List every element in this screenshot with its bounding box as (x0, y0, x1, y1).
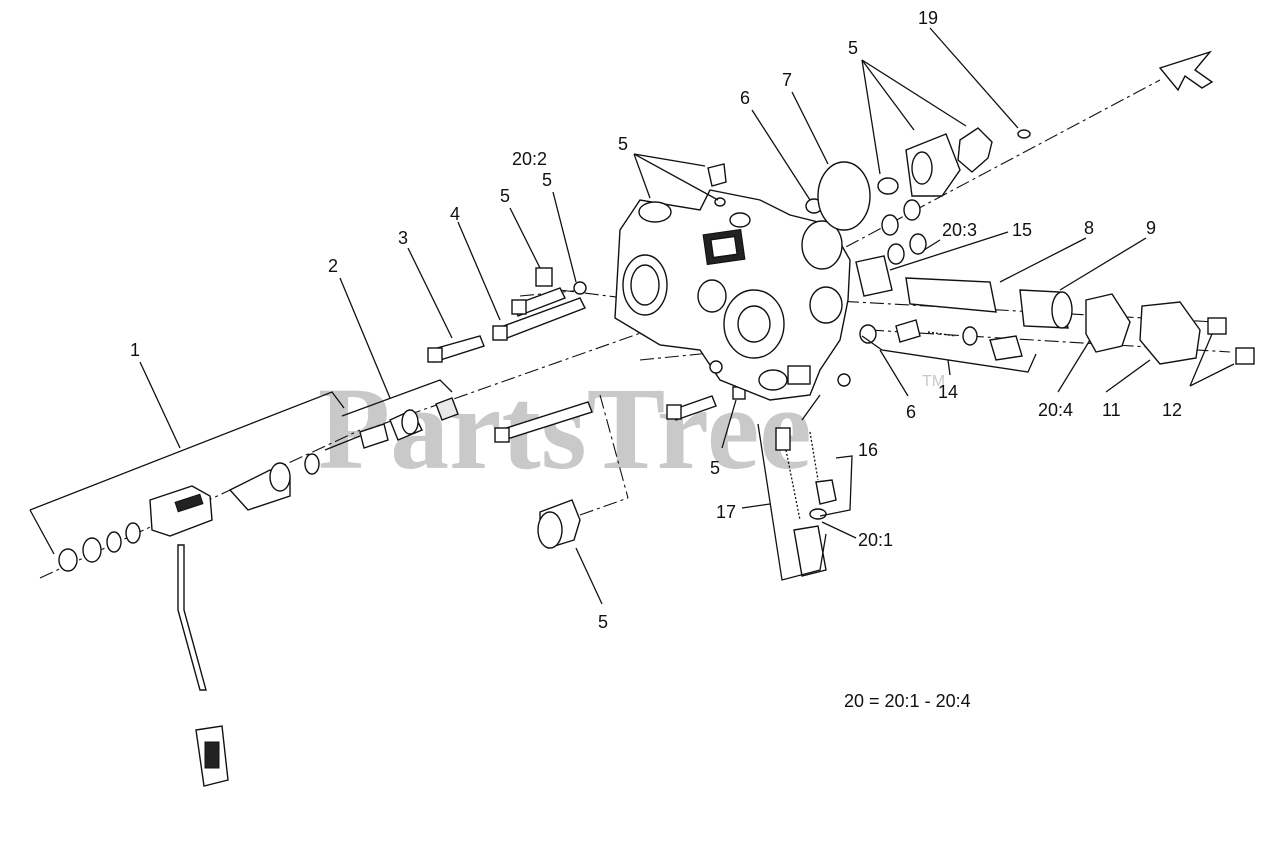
callout-6-top: 6 (740, 88, 750, 108)
watermark-trademark: TM (922, 373, 945, 390)
callout-20-3: 20:3 (942, 220, 977, 240)
callout-5-top: 5 (618, 134, 628, 154)
callout-19: 19 (918, 8, 938, 28)
callout-1: 1 (130, 340, 140, 360)
pump-housing-part (614, 163, 851, 401)
callout-14: 14 (938, 382, 958, 402)
gear-set-part (805, 127, 1031, 265)
callout-4: 4 (450, 204, 460, 224)
callout-15: 15 (1012, 220, 1032, 240)
callout-5-cluster: 5 (848, 38, 858, 58)
callout-7: 7 (782, 70, 792, 90)
callout-17: 17 (716, 502, 736, 522)
callout-20-1: 20:1 (858, 530, 893, 550)
callout-5-bolt: 5 (500, 186, 510, 206)
bolts-group (427, 267, 746, 549)
callout-5-bottom: 5 (598, 612, 608, 632)
callout-11: 11 (1102, 400, 1121, 420)
callout-8: 8 (1084, 218, 1094, 238)
callout-3: 3 (398, 228, 408, 248)
solenoid-coil-part (58, 453, 320, 787)
direction-arrow-icon (1158, 50, 1214, 92)
callout-20-2: 20:2 (512, 149, 547, 169)
callout-20-4: 20:4 (1038, 400, 1073, 420)
valve-spring-parts (775, 319, 1023, 577)
callout-5-washer: 5 (542, 170, 552, 190)
relief-valve-part (855, 255, 1255, 365)
legend-note: 20 = 20:1 - 20:4 (844, 691, 971, 711)
callout-16: 16 (858, 440, 878, 460)
callout-6-right: 6 (906, 402, 916, 422)
valve-cartridge-part (324, 397, 459, 451)
callout-5-small: 5 (710, 458, 720, 478)
callout-12: 12 (1162, 400, 1182, 420)
callout-labels: 1 2 3 4 5 20:2 5 5 6 7 5 19 20:3 15 8 9 … (130, 8, 1182, 632)
callout-9: 9 (1146, 218, 1156, 238)
leader-lines (29, 27, 1235, 605)
callout-2: 2 (328, 256, 338, 276)
